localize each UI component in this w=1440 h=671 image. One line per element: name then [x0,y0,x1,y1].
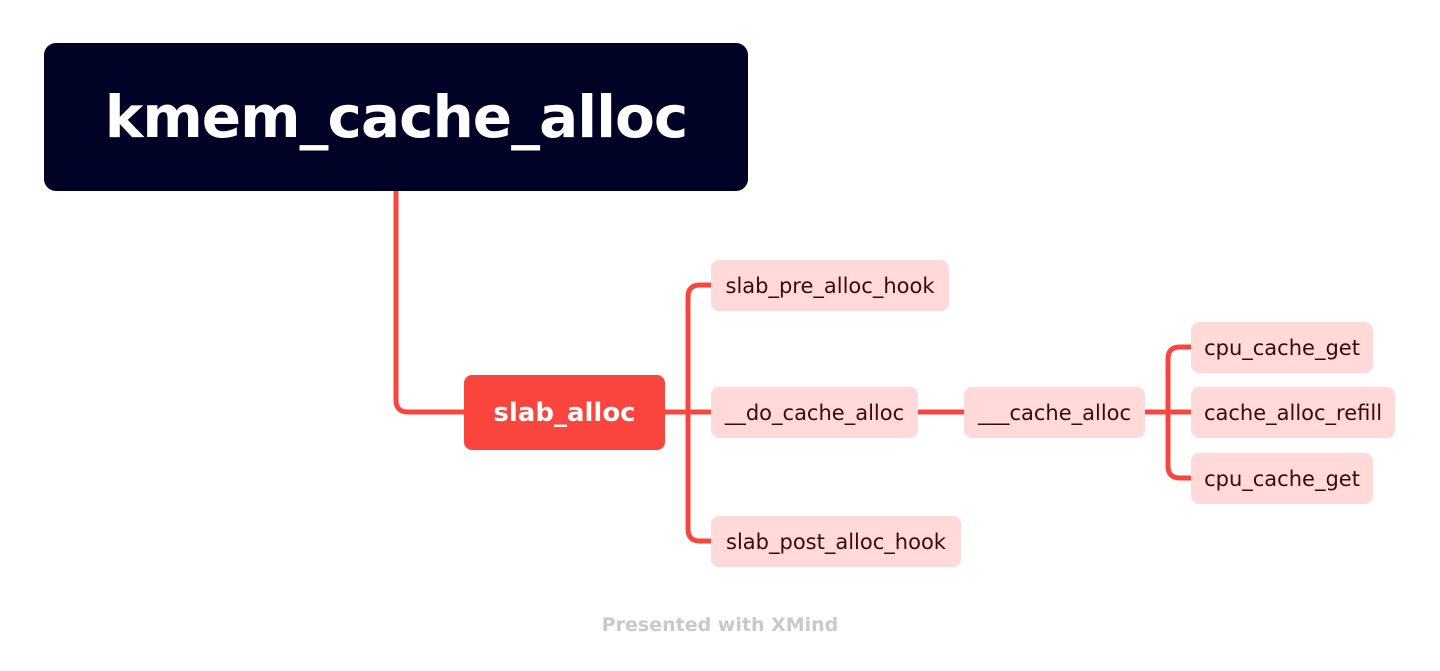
subtopic-cpu-cache-get-1[interactable]: cpu_cache_get [1191,322,1373,373]
root-topic[interactable]: kmem_cache_alloc [44,43,748,191]
subtopic-cache-alloc-refill[interactable]: cache_alloc_refill [1191,387,1395,438]
subtopic-label: cache_alloc_refill [1203,400,1383,425]
connector-to-post-hook [685,409,714,544]
subtopic-label: slab_post_alloc_hook [726,529,946,554]
connector-to-cpu-cache-get-1 [1165,344,1194,415]
subtopic-label: cpu_cache_get [1204,466,1360,491]
subtopic-do-cache-alloc[interactable]: __do_cache_alloc [711,387,918,438]
subtopic-cpu-cache-get-2[interactable]: cpu_cache_get [1191,453,1373,504]
subtopic-label: __do_cache_alloc [724,400,905,425]
main-topic-slab-alloc[interactable]: slab_alloc [464,375,665,450]
subtopic-label: ___cache_alloc [977,400,1132,425]
subtopic-slab-post-alloc-hook[interactable]: slab_post_alloc_hook [711,516,961,567]
presented-with-footer: Presented with XMind [601,614,839,636]
root-topic-label: kmem_cache_alloc [104,83,688,151]
subtopic-slab-pre-alloc-hook[interactable]: slab_pre_alloc_hook [711,260,949,311]
connector-root-to-slab-alloc [393,188,467,415]
main-topic-label: slab_alloc [493,397,636,428]
subtopic-label: cpu_cache_get [1204,335,1360,360]
connector-to-pre-hook [685,282,714,415]
subtopic-cache-alloc[interactable]: ___cache_alloc [964,387,1145,438]
connector-to-cpu-cache-get-2 [1165,409,1194,481]
subtopic-label: slab_pre_alloc_hook [725,273,935,298]
